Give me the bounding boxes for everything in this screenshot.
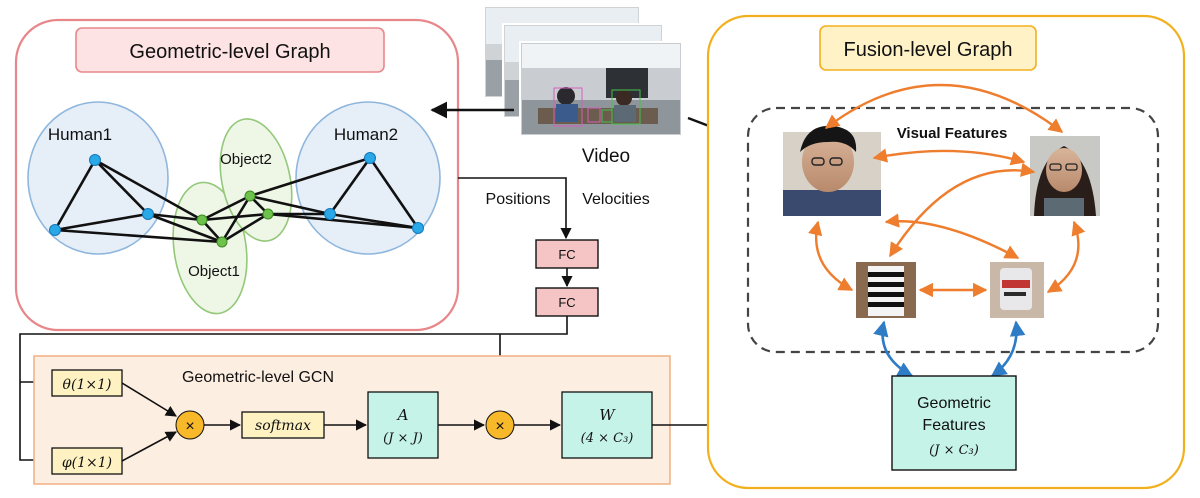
softmax-label: softmax bbox=[255, 418, 311, 434]
human2-label: Human2 bbox=[334, 125, 398, 144]
geometric-features-line1: Geometric bbox=[917, 395, 991, 412]
geometric-fusion-edges bbox=[873, 320, 1026, 378]
fc-layer-1-label: FC bbox=[558, 247, 575, 262]
adjacency-dim: (J × J) bbox=[383, 431, 423, 446]
feature-stream: Positions Velocities FC FC bbox=[19, 177, 650, 466]
fc-layer-2-label: FC bbox=[558, 295, 575, 310]
adjacency-matrix-box bbox=[367, 391, 439, 459]
video-frame-front bbox=[519, 41, 683, 137]
object1-label: Object1 bbox=[188, 263, 240, 280]
softmax-box bbox=[241, 411, 325, 439]
fc-layer-1 bbox=[535, 239, 599, 269]
gcn-title: Geometric-level GCN bbox=[182, 369, 334, 386]
velocities-label: Velocities bbox=[582, 191, 650, 208]
object-nodes bbox=[196, 190, 274, 248]
can-feature-image bbox=[990, 262, 1044, 318]
geometric-graph-panel: Geometric-level Graph Human1 Human2 Obje… bbox=[14, 18, 460, 332]
weight-matrix-box bbox=[561, 391, 653, 459]
geometric-features-dim: (J × C₃) bbox=[929, 443, 979, 458]
video-frames: Video bbox=[483, 5, 683, 167]
gcn-panel: Geometric-level GCN θ(1×1) φ(1×1) × soft… bbox=[33, 355, 892, 485]
theta-label: θ(1×1) bbox=[63, 377, 112, 393]
person1-feature-image bbox=[783, 125, 881, 216]
geometric-graph-title: Geometric-level Graph bbox=[129, 41, 330, 63]
fusion-graph-title: Fusion-level Graph bbox=[844, 39, 1013, 61]
cup-feature-image bbox=[856, 262, 916, 318]
geometric-features-box bbox=[891, 375, 1017, 471]
positions-label: Positions bbox=[486, 191, 551, 208]
phi-box bbox=[51, 447, 123, 475]
visual-features-label: Visual Features bbox=[897, 125, 1008, 142]
weight-dim: (4 × C₃) bbox=[581, 431, 634, 446]
weight-symbol: W bbox=[599, 406, 616, 424]
geometric-graph-title-box bbox=[75, 27, 385, 73]
adjacency-symbol: A bbox=[396, 406, 409, 424]
phi-label: φ(1×1) bbox=[62, 455, 112, 471]
fusion-graph-panel: Fusion-level Graph Visual Features bbox=[706, 14, 1186, 490]
human1-label: Human1 bbox=[48, 125, 112, 144]
human-nodes bbox=[49, 152, 424, 236]
object2-label: Object2 bbox=[220, 151, 272, 168]
fusion-graph-title-box bbox=[819, 25, 1037, 71]
geometric-features-line2: Features bbox=[922, 417, 985, 434]
multiply-symbol-2: × bbox=[495, 418, 504, 435]
person2-feature-image bbox=[1030, 136, 1100, 216]
video-label: Video bbox=[582, 146, 630, 167]
object2-ellipse bbox=[219, 118, 293, 242]
multiply-symbol-1: × bbox=[185, 418, 194, 435]
graph-edges bbox=[53, 156, 420, 244]
visual-feature-edges bbox=[808, 83, 1086, 298]
